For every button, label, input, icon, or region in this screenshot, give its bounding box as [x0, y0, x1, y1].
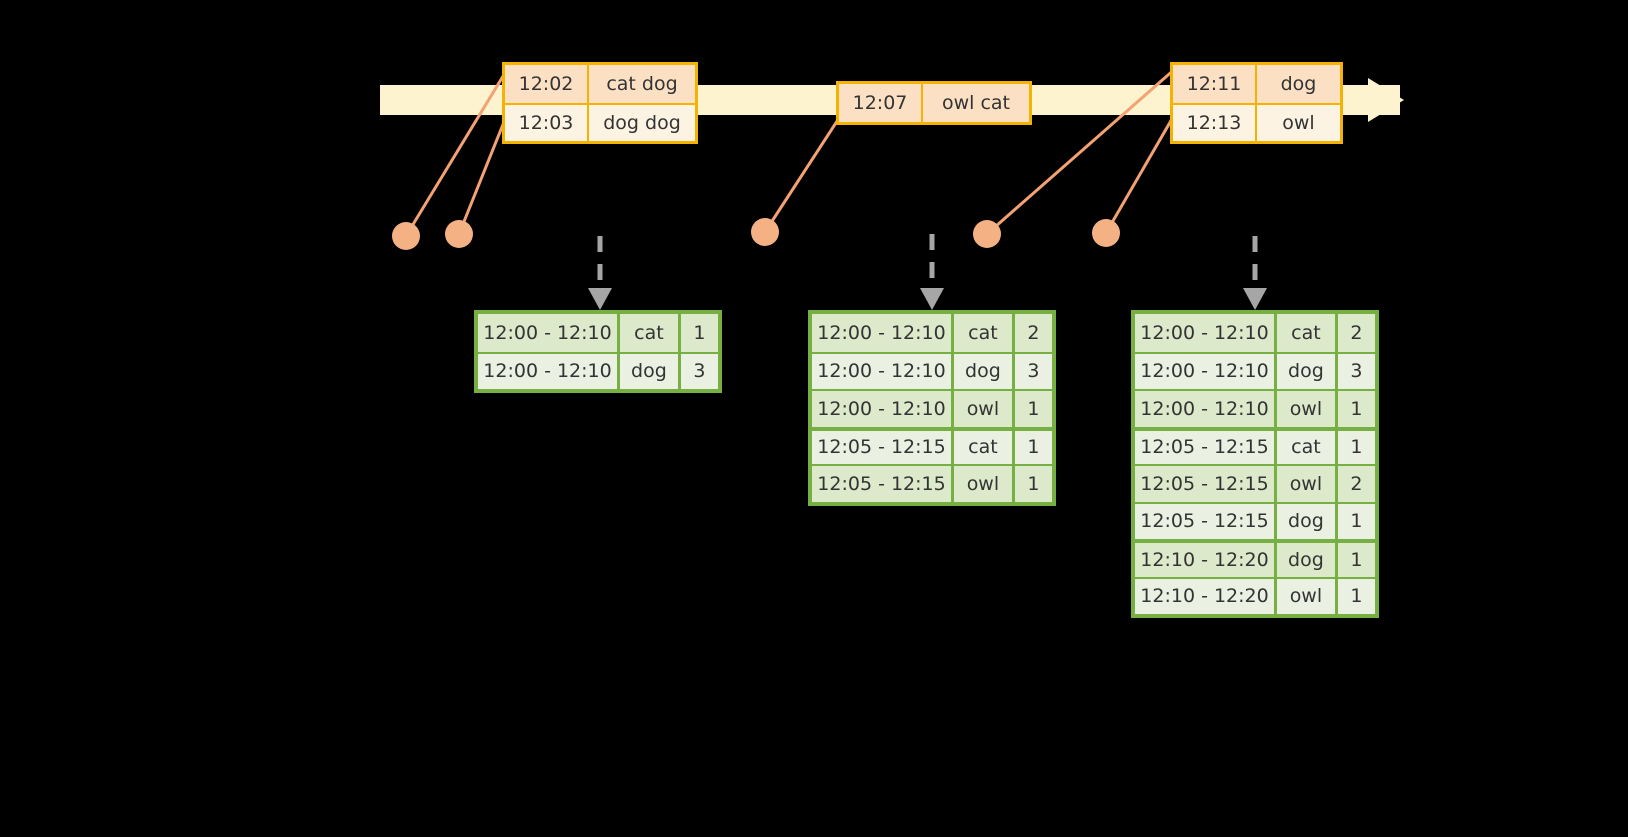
- event-dot-3: [751, 218, 779, 246]
- cell-window: 12:00 - 12:10: [812, 353, 955, 389]
- cell-count: 2: [1350, 472, 1363, 495]
- cell-word: cat: [1277, 314, 1338, 352]
- cell-count: 2: [1027, 321, 1040, 344]
- cell-word: owl: [1277, 578, 1338, 614]
- cell-word: cat: [954, 430, 1015, 464]
- emit-arrow-1: [588, 236, 612, 310]
- timeline-arrowhead-icon: [1368, 78, 1404, 122]
- cell-window: 12:05 - 12:15: [1135, 430, 1278, 464]
- cell-count: 1: [1350, 585, 1363, 608]
- leader-line-3: [763, 111, 845, 233]
- cell-word: cat: [620, 314, 681, 352]
- cell-word: cat: [1277, 430, 1338, 464]
- cell-window: 12:05 - 12:15: [812, 466, 955, 502]
- cell-count: 1: [1027, 436, 1040, 459]
- cell-window: 12:00 - 12:10: [812, 314, 955, 352]
- cell-word: dog: [1277, 353, 1338, 389]
- event-dot-5: [1092, 219, 1120, 247]
- event-box-3: 12:11 dog 12:13 owl: [1170, 62, 1343, 144]
- cell-count: 1: [1350, 397, 1363, 420]
- event-time: 12:03: [505, 105, 589, 141]
- cell-count: 3: [693, 360, 706, 383]
- cell-word: dog: [1277, 543, 1338, 577]
- event-dot-2: [445, 220, 473, 248]
- cell-word: owl: [954, 466, 1015, 502]
- cell-word: dog: [620, 353, 681, 389]
- cell-count: 1: [1350, 436, 1363, 459]
- leader-line-5: [1104, 111, 1178, 234]
- cell-count: 1: [1350, 548, 1363, 571]
- event-words: cat dog: [606, 73, 678, 95]
- event-words: owl: [1282, 112, 1315, 134]
- cell-window: 12:00 - 12:10: [1135, 314, 1278, 352]
- cell-window: 12:10 - 12:20: [1135, 543, 1278, 577]
- emit-arrow-3: [1243, 236, 1267, 310]
- event-time: 12:11: [1173, 65, 1257, 103]
- cell-count: 1: [1027, 397, 1040, 420]
- event-words: owl cat: [941, 92, 1011, 114]
- event-words: dog dog: [603, 112, 681, 134]
- cell-window: 12:10 - 12:20: [1135, 578, 1278, 614]
- cell-window: 12:05 - 12:15: [1135, 503, 1278, 539]
- cell-count: 1: [693, 321, 706, 344]
- cell-count: 3: [1350, 360, 1363, 383]
- cell-window: 12:00 - 12:10: [478, 353, 621, 389]
- event-box-2: 12:07 owl cat: [836, 81, 1032, 125]
- cell-count: 1: [1027, 472, 1040, 495]
- cell-window: 12:00 - 12:10: [1135, 353, 1278, 389]
- event-box-1: 12:02 cat dog 12:03 dog dog: [502, 62, 698, 144]
- cell-count: 1: [1350, 510, 1363, 533]
- event-row: 12:11 dog: [1173, 65, 1340, 103]
- leader-line-2: [457, 111, 510, 235]
- cell-word: cat: [954, 314, 1015, 352]
- emit-arrow-2: [920, 234, 944, 310]
- cell-window: 12:00 - 12:10: [1135, 391, 1278, 427]
- event-dot-4: [973, 220, 1001, 248]
- cell-window: 12:00 - 12:10: [478, 314, 621, 352]
- cell-window: 12:05 - 12:15: [1135, 466, 1278, 502]
- event-time: 12:07: [839, 84, 923, 122]
- cell-word: owl: [954, 391, 1015, 427]
- cell-word: dog: [954, 353, 1015, 389]
- cell-word: owl: [1277, 391, 1338, 427]
- event-words: dog: [1280, 73, 1317, 95]
- event-dot-1: [392, 222, 420, 250]
- event-row: 12:02 cat dog: [505, 65, 695, 103]
- cell-word: dog: [1277, 503, 1338, 539]
- event-row: 12:13 owl: [1173, 103, 1340, 141]
- cell-count: 3: [1027, 360, 1040, 383]
- cell-window: 12:05 - 12:15: [812, 430, 955, 464]
- event-row: 12:03 dog dog: [505, 103, 695, 141]
- cell-window: 12:00 - 12:10: [812, 391, 955, 427]
- cell-count: 2: [1350, 321, 1363, 344]
- event-time: 12:13: [1173, 105, 1257, 141]
- cell-word: owl: [1277, 466, 1338, 502]
- event-row: 12:07 owl cat: [839, 84, 1029, 122]
- event-time: 12:02: [505, 65, 589, 103]
